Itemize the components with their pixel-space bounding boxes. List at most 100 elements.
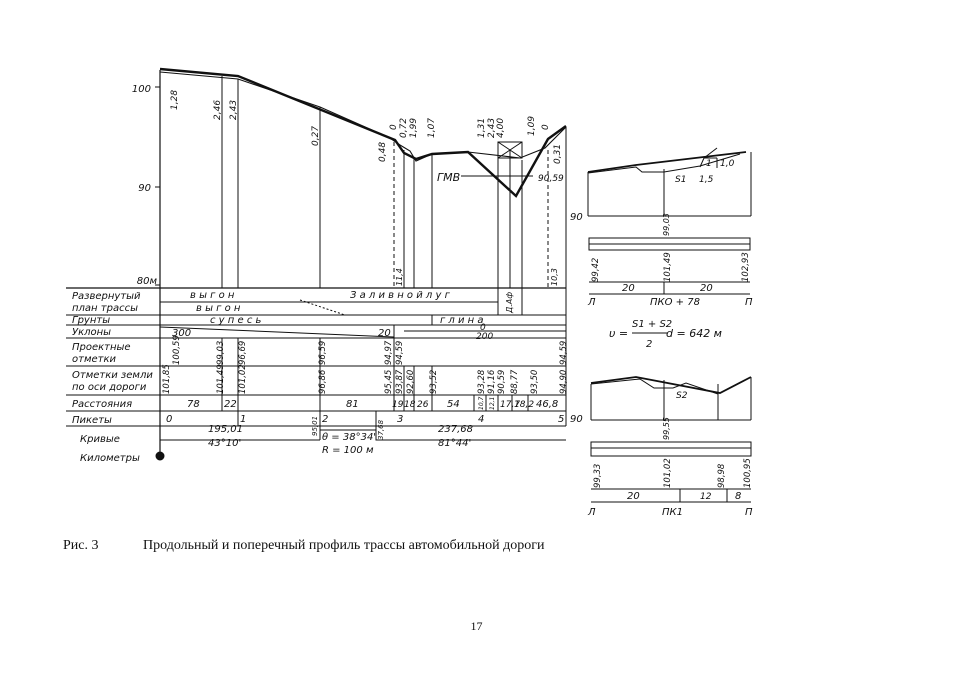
- ground-mark: 90,59: [497, 370, 507, 394]
- ground-mark: 93,50: [530, 370, 540, 394]
- picket: 4: [478, 414, 484, 425]
- curve-value: 195,01: [208, 424, 243, 435]
- distance: 17,7: [500, 400, 520, 410]
- profile-label: 0: [389, 124, 399, 130]
- xs-width: 12: [700, 492, 712, 502]
- bottom-label-10-3: 10,3: [550, 268, 559, 286]
- profile-label: 2,43: [229, 100, 239, 120]
- profile-label: 0,31: [553, 144, 563, 164]
- row-header: Пикеты: [72, 415, 112, 426]
- page-number: 17: [470, 619, 483, 633]
- distance: 22: [224, 399, 237, 410]
- xs-mark: 100,95: [743, 458, 753, 488]
- row-header: Кривые: [80, 434, 120, 445]
- curve-value: 237,68: [438, 424, 473, 435]
- xs-width: 20: [622, 283, 635, 294]
- design-mark: 100,59: [172, 335, 182, 365]
- profile-label: 0,72: [399, 118, 409, 138]
- axis-tick-80: 80м: [137, 276, 158, 287]
- picket: 0: [166, 414, 172, 425]
- ground-mark: 88,77: [510, 369, 520, 394]
- ground-mark: 92,60: [406, 370, 416, 394]
- slope-label: 0: [480, 323, 486, 333]
- curve-value: 81°44': [438, 438, 471, 449]
- row-header: Километры: [80, 453, 140, 464]
- plan-label: в ы г о н: [196, 303, 241, 314]
- xs-width: 20: [700, 283, 713, 294]
- xs-label: 1,5: [699, 175, 714, 185]
- row-header: план трассы: [72, 303, 138, 314]
- distance: 10,7: [478, 396, 485, 410]
- formula-lhs: υ =: [609, 327, 628, 340]
- picket: 1: [240, 414, 246, 425]
- ground-mark: 93,28: [477, 369, 487, 394]
- longitudinal-profile: 100 90 80м ГМВ 90,59 1,28 2,46 2,43: [132, 67, 567, 455]
- profile-top-labels: 1,28 2,46 2,43 0,27 0,48 0 0,72 1,99 1,0…: [170, 90, 563, 164]
- picket: 2: [322, 414, 328, 425]
- picket-extra: 95,01: [311, 416, 319, 436]
- distance: 81: [346, 399, 359, 410]
- profile-label: 4,00: [496, 118, 506, 138]
- culvert-label: Д.Аф: [505, 292, 514, 314]
- volume-formula: υ = S1 + S2 2 d = 642 м: [609, 319, 722, 350]
- design-mark: 94,59: [559, 341, 569, 365]
- ground-mark: 95,45: [384, 370, 394, 394]
- design-mark: 96,69: [238, 341, 248, 365]
- xs-width: 20: [627, 491, 640, 502]
- profile-label: 1,99: [409, 118, 419, 138]
- plan-label: в ы г о н: [190, 290, 235, 301]
- profile-label: 2,46: [213, 100, 223, 120]
- ground-mark: 101,85: [162, 364, 172, 394]
- design-mark: 99,03: [216, 341, 226, 365]
- curve-value: 43°10': [208, 438, 241, 449]
- soil-label: с у п е с ь: [210, 315, 261, 326]
- distance: 78: [187, 399, 200, 410]
- xs-mark: 99,55: [662, 417, 671, 440]
- profile-label: 1,07: [427, 118, 437, 138]
- gmv-value: 90,59: [538, 174, 564, 184]
- xs-mark: 99,42: [591, 258, 601, 282]
- formula-denominator: 2: [646, 339, 652, 350]
- distance: 26: [417, 400, 429, 410]
- row-header: Развернутый: [72, 291, 141, 302]
- xs-mark: 99,33: [593, 464, 603, 488]
- xs-mark: 101,49: [663, 252, 673, 282]
- xs-mark: 99,03: [662, 213, 671, 236]
- distance: 46,8: [536, 399, 558, 410]
- design-mark: 94,59: [395, 341, 405, 365]
- curves: 195,01 43°10' θ = 38°34' R = 100 м 237,6…: [208, 424, 473, 456]
- design-mark: 94,97: [384, 340, 394, 365]
- xs-mark: 98,98: [717, 463, 727, 488]
- ground-line: [159, 71, 567, 162]
- xs-label: 1,0: [720, 159, 735, 169]
- cross-section-bottom: S2 90 99,33 99,55 101,02 98,98 100,95 20…: [570, 376, 753, 518]
- pickets: 0 1 2 3 4 5 95,01 37,68: [166, 414, 564, 440]
- profile-label: 1,31: [477, 118, 487, 138]
- formula-numerator: S1 + S2: [632, 319, 672, 330]
- row-headers: Развернутый план трассы Грунты Уклоны Пр…: [72, 291, 153, 464]
- curve-value: θ = 38°34': [322, 432, 376, 443]
- distance: 19: [392, 400, 404, 410]
- slope-label: 200: [476, 332, 493, 342]
- ground-mark: 101,49: [216, 364, 226, 394]
- distances: 78 22 81 19 18 26 54 10,7 12,1 17,7 18,2…: [187, 396, 558, 410]
- xs-station: ПК1: [662, 507, 683, 518]
- figure-caption-text: Продольный и поперечный профиль трассы а…: [143, 538, 545, 553]
- row-header: Грунты: [72, 315, 110, 326]
- xs-level: 90: [570, 414, 583, 425]
- picket: 3: [397, 414, 403, 425]
- slope-label: 20: [378, 328, 391, 339]
- distance: 54: [447, 399, 460, 410]
- distance: 18,2: [514, 400, 534, 410]
- xs-label: S1: [675, 175, 686, 185]
- xs-label: 1: [706, 159, 712, 169]
- ground-mark: 91,16: [487, 369, 497, 394]
- picket-extra: 37,68: [377, 419, 385, 440]
- xs-mark: 101,02: [663, 458, 673, 488]
- xs-side-right: П: [745, 297, 753, 308]
- xs-level: 90: [570, 212, 583, 223]
- profile-label: 2,43: [487, 118, 497, 138]
- profile-table: Развернутый план трассы Грунты Уклоны Пр…: [66, 287, 569, 464]
